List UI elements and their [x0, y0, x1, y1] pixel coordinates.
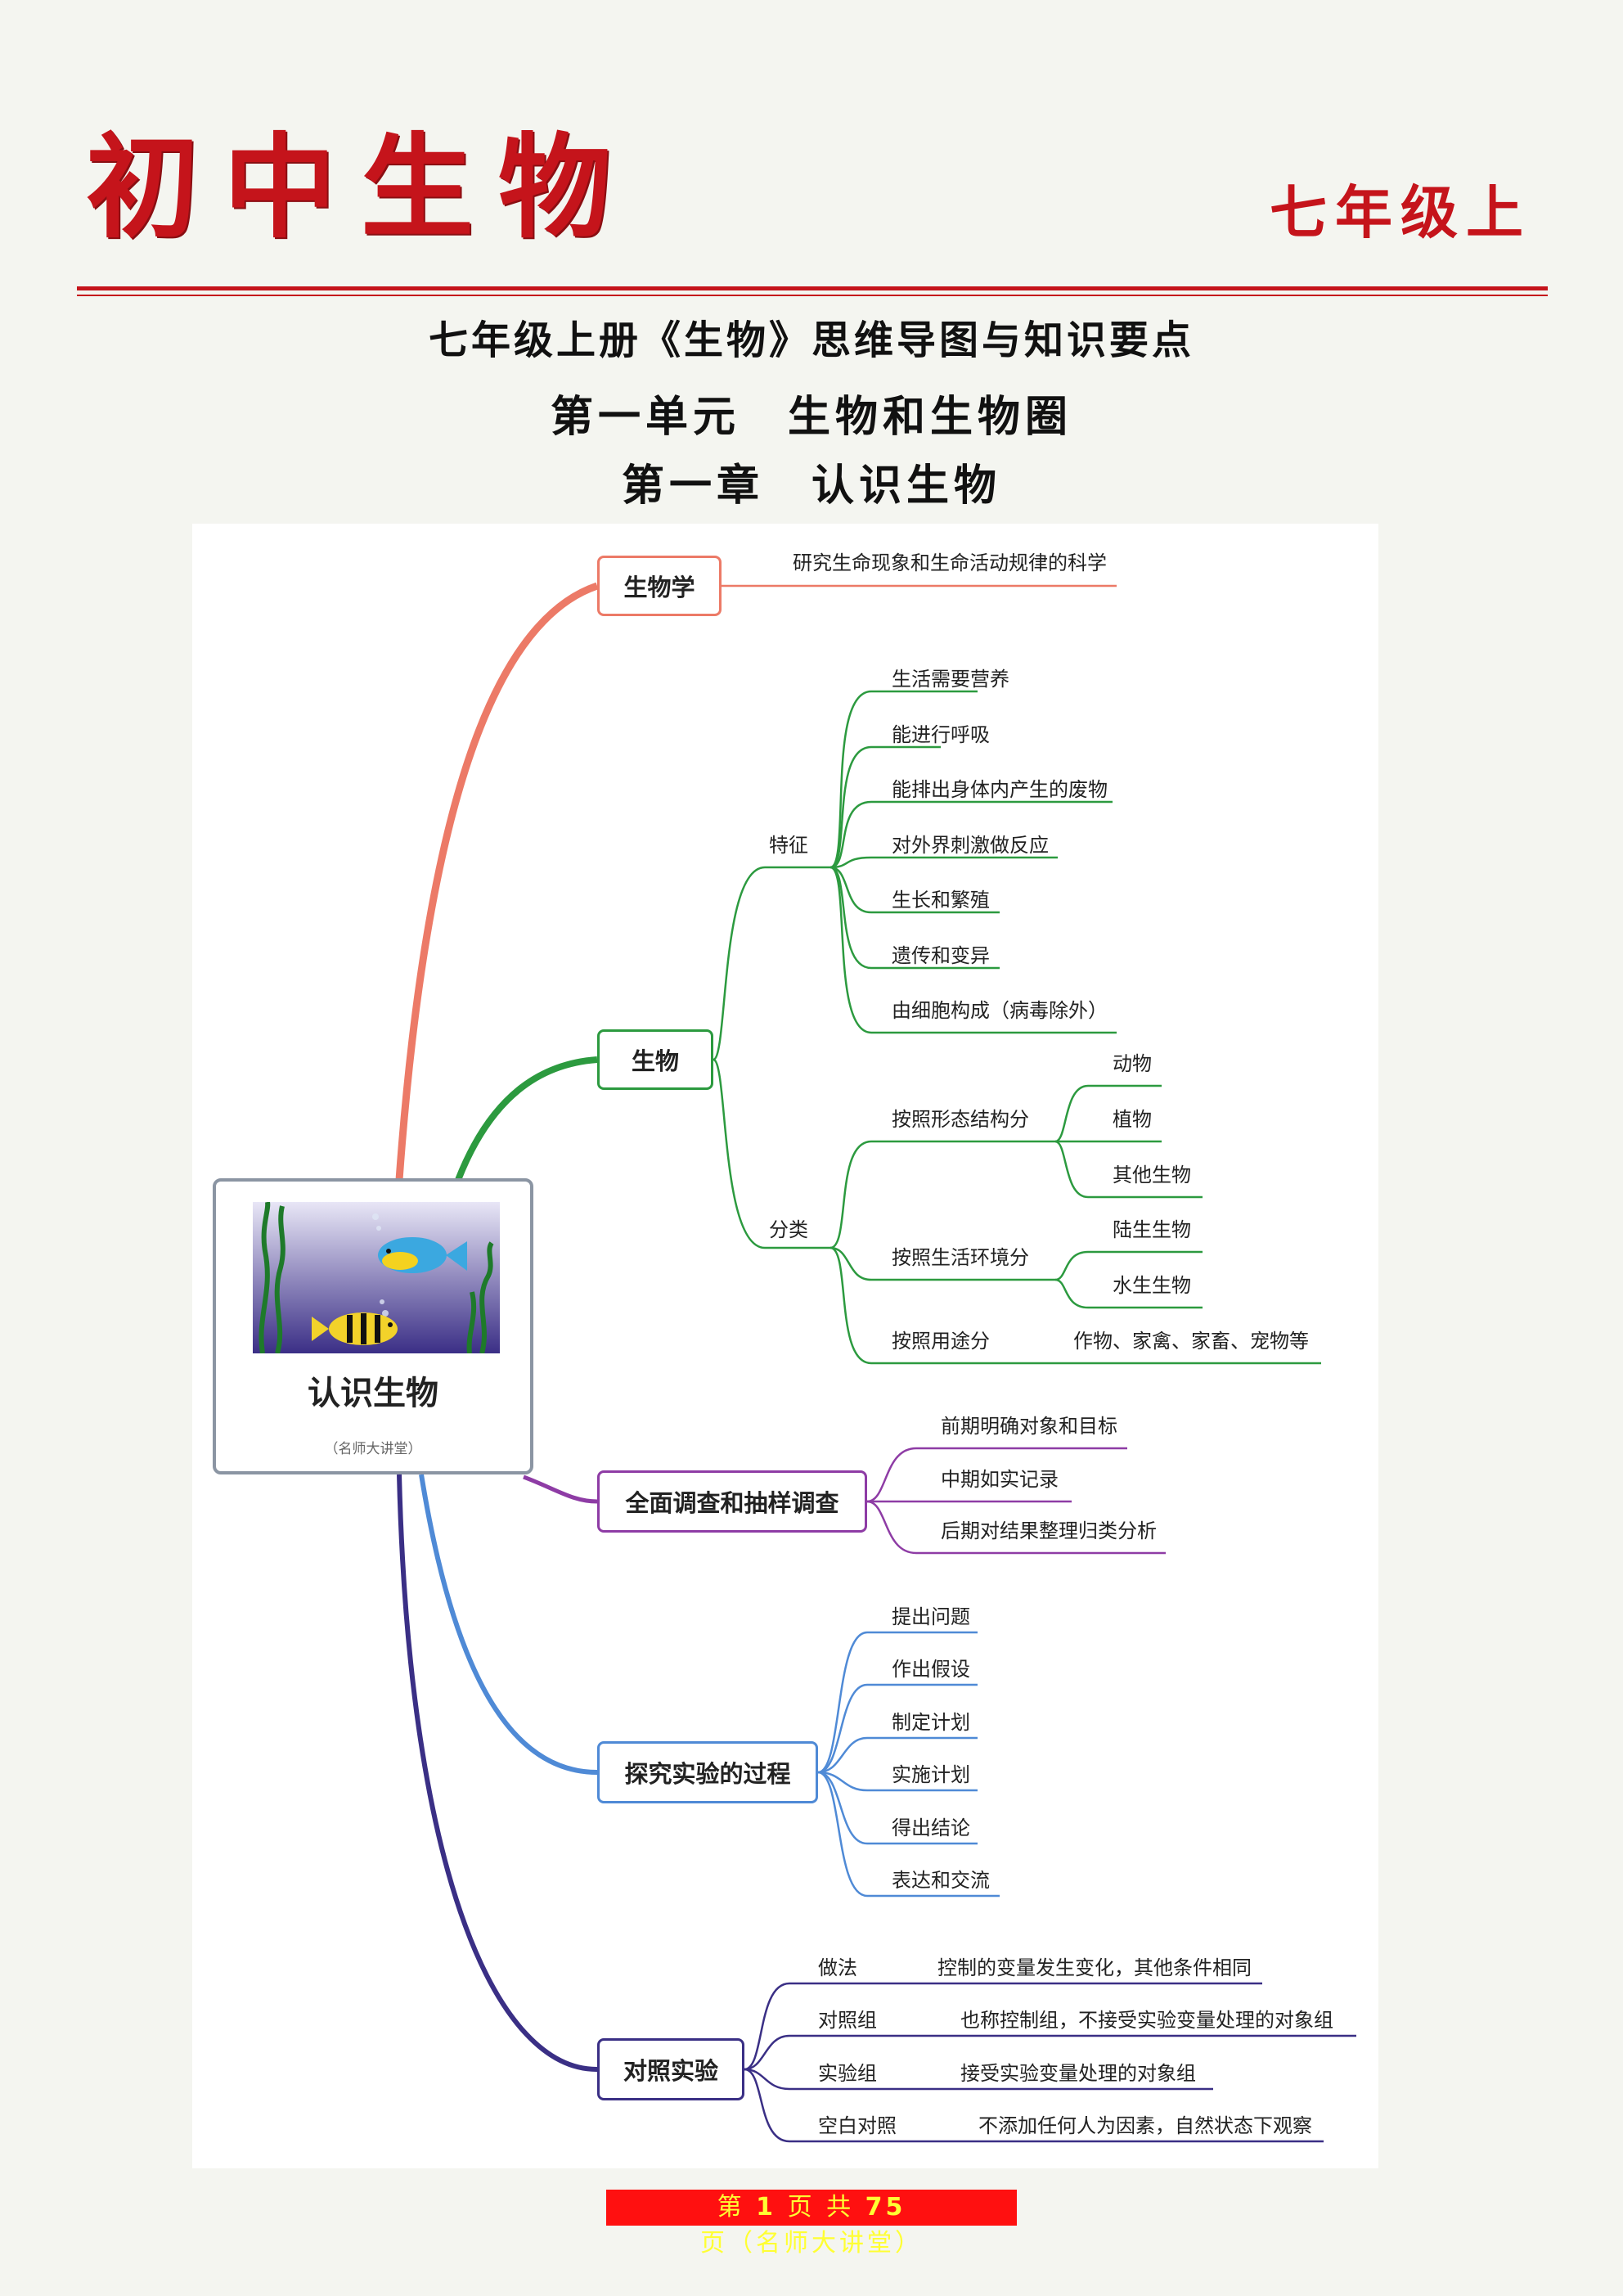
unit-title: 第一单元 生物和生物圈 [550, 392, 1072, 442]
experiment-step: 提出问题 [892, 1605, 970, 1628]
grade-heading: 七年级上 [1270, 178, 1531, 246]
footer-middle: 页 共 [787, 2193, 855, 2222]
classify-by-use: 按照用途分 [892, 1330, 990, 1353]
control-desc: 控制的变量发生变化，其他条件相同 [937, 1956, 1252, 1979]
features-label: 特征 [769, 834, 808, 857]
node-survey: 全面调查和抽样调查 [597, 1470, 867, 1533]
feature-item: 对外界刺激做反应 [892, 834, 1049, 857]
classification-label: 分类 [769, 1218, 808, 1241]
habitat-item: 水生生物 [1113, 1274, 1191, 1297]
control-term: 做法 [818, 1956, 857, 1979]
use-item: 作物、家禽、家畜、宠物等 [1073, 1330, 1309, 1353]
survey-item: 中期如实记录 [941, 1468, 1059, 1491]
center-subtitle: （名师大讲堂） [324, 1441, 422, 1457]
feature-item: 由细胞构成（病毒除外） [892, 999, 1108, 1022]
footer-suffix: 页（名师大讲堂） [700, 2229, 923, 2258]
footer-prefix: 第 [717, 2193, 745, 2222]
branch-organism [455, 1056, 598, 1182]
feature-item: 能排出身体内产生的废物 [892, 778, 1108, 801]
experiment-step: 实施计划 [892, 1763, 970, 1786]
branch-survey [523, 1474, 598, 1504]
classify-by-habitat: 按照生活环境分 [892, 1246, 1029, 1269]
experiment-step: 作出假设 [892, 1658, 970, 1681]
control-desc: 接受实验变量处理的对象组 [960, 2062, 1196, 2085]
chapter-title: 第一章 认识生物 [621, 461, 1001, 511]
header-rule-thick [77, 286, 1548, 290]
experiment-step: 得出结论 [892, 1817, 970, 1839]
header-rule-thin [77, 295, 1548, 296]
footer-total-pages: 75 [865, 2193, 906, 2222]
branch-biology [395, 582, 599, 1181]
survey-item: 后期对结果整理归类分析 [941, 1519, 1157, 1542]
node-control-experiment: 对照实验 [597, 2038, 744, 2100]
experiment-step: 制定计划 [892, 1711, 970, 1734]
control-term: 对照组 [818, 2009, 877, 2032]
feature-item: 遗传和变异 [892, 944, 990, 967]
control-desc: 不添加任何人为因素，自然状态下观察 [978, 2114, 1312, 2137]
branch-experiment [419, 1474, 598, 1775]
survey-item: 前期明确对象和目标 [941, 1415, 1117, 1438]
aquarium-fish-image [253, 1202, 500, 1353]
feature-item: 生长和繁殖 [892, 889, 990, 912]
form-item: 动物 [1113, 1052, 1152, 1075]
document-title: 七年级上册《生物》思维导图与知识要点 [428, 317, 1194, 363]
subject-heading: 初中生物 [86, 120, 636, 254]
form-item: 其他生物 [1113, 1164, 1191, 1186]
habitat-item: 陆生生物 [1113, 1218, 1191, 1241]
node-experiment: 探究实验的过程 [597, 1741, 818, 1803]
classify-by-form: 按照形态结构分 [892, 1108, 1029, 1131]
form-item: 植物 [1113, 1108, 1152, 1131]
feature-item: 能进行呼吸 [892, 723, 990, 746]
feature-item: 生活需要营养 [892, 668, 1009, 691]
control-desc: 也称控制组，不接受实验变量处理的对象组 [960, 2009, 1333, 2032]
center-node: 认识生物 （名师大讲堂） [213, 1178, 533, 1474]
experiment-step: 表达和交流 [892, 1869, 990, 1892]
biology-definition: 研究生命现象和生命活动规律的科学 [793, 551, 1107, 574]
node-organism: 生物 [597, 1029, 713, 1090]
center-title: 认识生物 [308, 1375, 438, 1412]
page-footer: 第 1 页 共 75 页（名师大讲堂） [606, 2190, 1017, 2258]
branch-control [397, 1474, 598, 2073]
node-biology: 生物学 [597, 556, 722, 616]
control-term: 实验组 [818, 2062, 877, 2085]
footer-page-number: 1 [756, 2193, 777, 2222]
control-term: 空白对照 [818, 2114, 897, 2137]
